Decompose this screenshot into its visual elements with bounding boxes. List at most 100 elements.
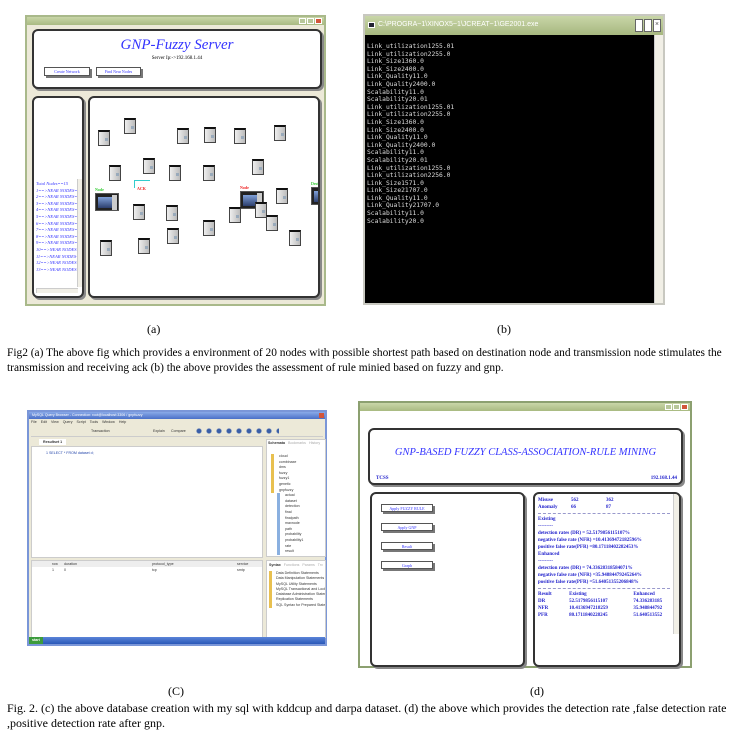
schema-item[interactable]: combinaxe: [271, 459, 323, 466]
tab-trx[interactable]: Trx: [317, 563, 323, 567]
minimize-button[interactable]: [299, 18, 306, 24]
network-node[interactable]: [143, 158, 155, 174]
network-node[interactable]: [234, 128, 246, 144]
schema-item[interactable]: fuzzy1: [271, 476, 323, 482]
network-node[interactable]: [98, 130, 110, 146]
table-item[interactable]: rate: [277, 543, 323, 550]
table-item[interactable]: actual: [277, 493, 323, 499]
schema-item[interactable]: gnpfuzzy: [271, 487, 323, 494]
maximize-button[interactable]: [673, 404, 680, 410]
tab-functions[interactable]: Functions: [283, 563, 300, 567]
menu-item[interactable]: Script: [76, 420, 86, 424]
query-text: 1 SELECT * FROM dataset d;: [46, 451, 94, 455]
tab-syntax[interactable]: Syntax: [269, 563, 281, 567]
minimize-button[interactable]: [665, 404, 672, 410]
table-item[interactable]: maxnode: [277, 521, 323, 527]
network-node[interactable]: [276, 188, 288, 204]
column-header[interactable]: row: [52, 562, 58, 566]
network-node[interactable]: [169, 165, 181, 181]
network-node[interactable]: [124, 118, 136, 134]
console-scrollbar[interactable]: [654, 35, 663, 303]
table-item[interactable]: detection: [277, 504, 323, 510]
network-node[interactable]: [100, 240, 112, 256]
menu-item[interactable]: Edit: [40, 420, 47, 424]
destination-node[interactable]: [311, 187, 318, 205]
menu-item[interactable]: Tools: [89, 420, 99, 424]
network-node[interactable]: [255, 202, 267, 218]
maximize-button[interactable]: [644, 19, 652, 32]
menu-item[interactable]: View: [51, 420, 59, 424]
table-item[interactable]: result: [277, 549, 323, 555]
table-item[interactable]: final: [277, 509, 323, 516]
console-line: Scalability11.0: [367, 149, 424, 157]
tab-resultset-1[interactable]: Resultset 1: [39, 439, 67, 445]
tab-bookmarks[interactable]: Bookmarks: [287, 441, 306, 445]
network-node[interactable]: [274, 125, 286, 141]
apply-gnp-button[interactable]: Apply GNP: [381, 523, 433, 531]
network-node[interactable]: [266, 215, 278, 231]
column-header[interactable]: protocol_type: [152, 562, 174, 566]
query-editor[interactable]: 1 SELECT * FROM dataset d;: [31, 446, 263, 558]
schema-item[interactable]: dms: [271, 465, 323, 471]
close-button[interactable]: ×: [653, 19, 661, 32]
network-node[interactable]: [167, 228, 179, 244]
table-item[interactable]: dataset: [277, 498, 323, 505]
menu-item[interactable]: Window: [102, 420, 115, 424]
network-node[interactable]: [203, 165, 215, 181]
schema-item[interactable]: fuzzy: [271, 470, 323, 477]
network-node[interactable]: [229, 207, 241, 223]
schema-item[interactable]: genetic: [271, 481, 323, 488]
menu-item[interactable]: File: [31, 420, 37, 424]
apply-fuzzy-rule-button[interactable]: Apply FUZZY RULE: [381, 504, 433, 512]
horizontal-scrollbar[interactable]: [36, 288, 78, 293]
maximize-button[interactable]: [307, 18, 314, 24]
create-network-button[interactable]: Create Network: [44, 67, 90, 76]
table-item[interactable]: probability: [277, 532, 323, 538]
network-node[interactable]: [203, 220, 215, 236]
mysql-title: MySQL Query Browser - Connection: root@l…: [32, 413, 143, 417]
find-near-nodes-button[interactable]: Find Near Nodes: [96, 67, 141, 76]
source-node[interactable]: [95, 193, 119, 211]
network-node[interactable]: [166, 205, 178, 221]
network-node[interactable]: [252, 159, 264, 175]
syntax-item[interactable]: Data Manipulation Statements: [269, 576, 324, 582]
close-button[interactable]: [319, 413, 324, 418]
tab-history[interactable]: History: [308, 441, 321, 445]
result-button[interactable]: Result: [381, 542, 433, 550]
menu-item[interactable]: Help: [118, 420, 127, 424]
schema-item[interactable]: cloud: [271, 454, 323, 460]
table-item[interactable]: probability1: [277, 537, 323, 544]
minimize-button[interactable]: [635, 19, 643, 32]
syntax-item[interactable]: MySQL Utility Statements: [269, 581, 323, 587]
vertical-scrollbar[interactable]: [77, 179, 82, 287]
tab-params[interactable]: Params: [302, 563, 315, 567]
explain-button[interactable]: Explain: [153, 429, 165, 433]
tab-schemata[interactable]: Schemata: [268, 441, 285, 445]
network-node[interactable]: [289, 230, 301, 246]
network-node[interactable]: [138, 238, 150, 254]
network-node[interactable]: [109, 165, 121, 181]
syntax-item[interactable]: Data Definition Statements: [269, 571, 323, 577]
syntax-item[interactable]: MySQL Transactional and Locking ...: [269, 586, 325, 593]
close-button[interactable]: [315, 18, 322, 24]
network-node[interactable]: [177, 128, 189, 144]
node-list-item: 9==>NEAR NODES=: [36, 240, 78, 246]
start-button[interactable]: start: [29, 637, 43, 644]
graph-button[interactable]: Graph: [381, 561, 433, 569]
syntax-item[interactable]: Replication Statements: [269, 597, 323, 603]
table-item[interactable]: path: [277, 526, 323, 533]
syntax-item[interactable]: SQL Syntax for Prepared Statements: [269, 602, 325, 609]
table-item[interactable]: finalpath: [277, 515, 323, 522]
network-node[interactable]: [204, 127, 216, 143]
syntax-item[interactable]: Database Administration Statements: [269, 592, 325, 598]
menu-item[interactable]: Query: [62, 420, 73, 424]
results-scrollbar[interactable]: [673, 494, 679, 634]
close-button[interactable]: [681, 404, 688, 410]
column-header[interactable]: duration: [64, 562, 77, 566]
column-header[interactable]: service: [237, 562, 249, 566]
action-panel: Apply FUZZY RULE Apply GNP Result Graph: [370, 492, 525, 667]
network-node[interactable]: [133, 204, 145, 220]
compare-button[interactable]: Compare: [171, 429, 186, 433]
